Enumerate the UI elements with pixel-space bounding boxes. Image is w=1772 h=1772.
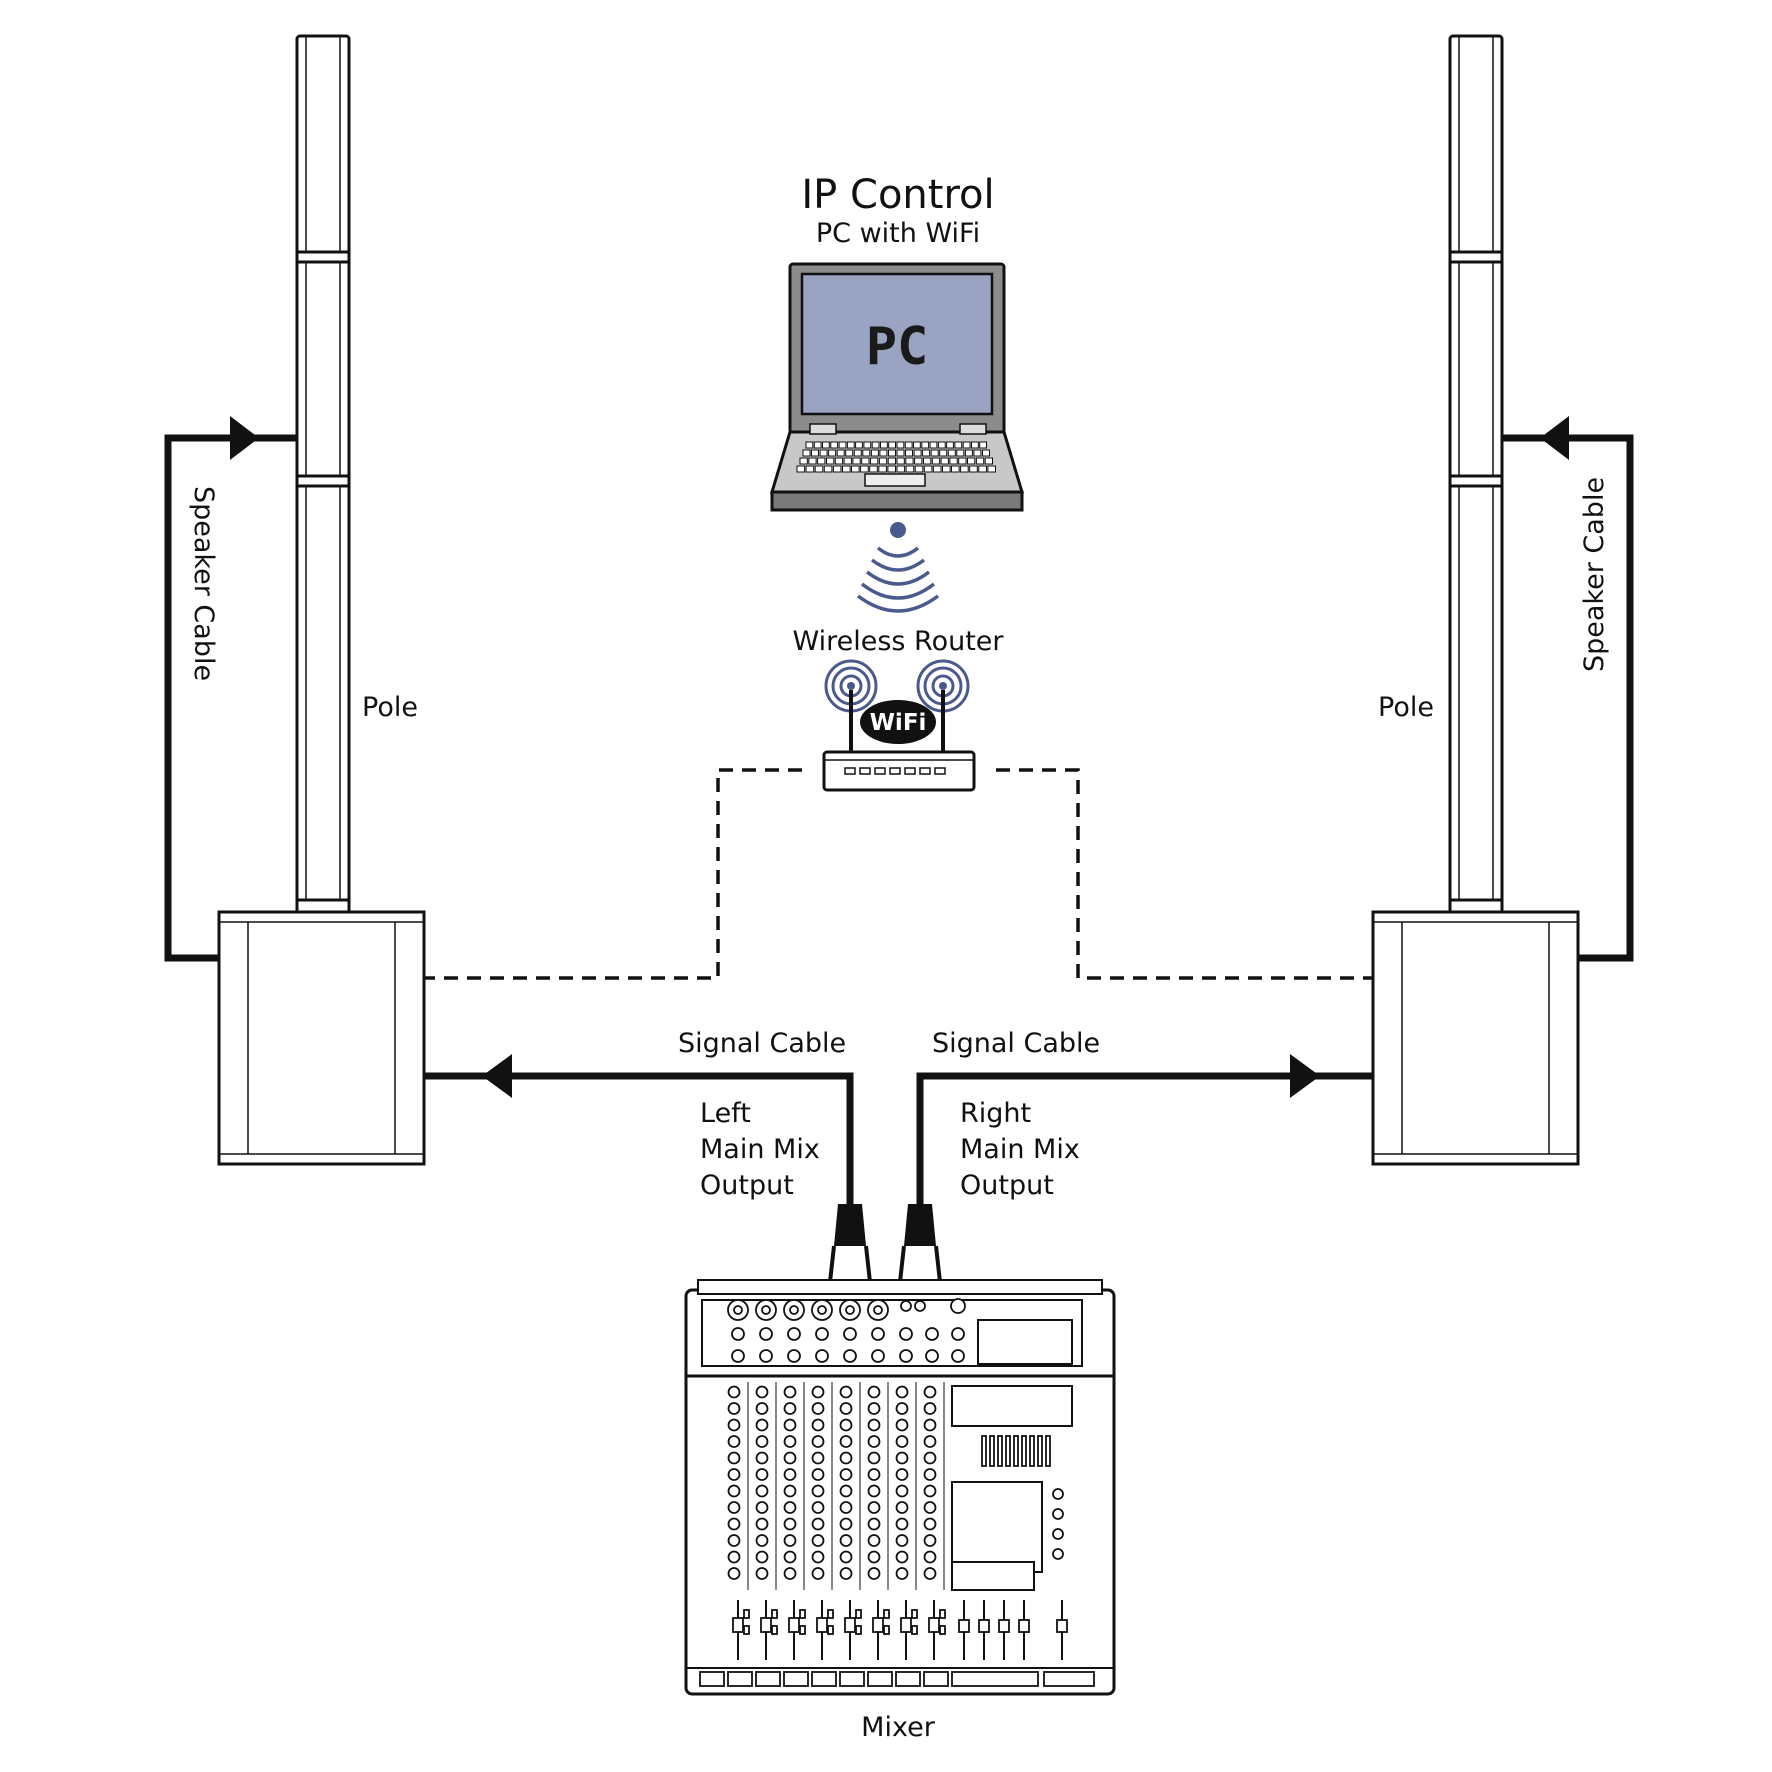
left-signal-cable (424, 1072, 854, 1206)
laptop-icon: PC (769, 262, 1025, 512)
right-network-link (996, 768, 1373, 980)
right-output-line-1: Right (960, 1098, 1031, 1129)
right-pole-label: Pole (1378, 692, 1434, 723)
left-output-line-2: Main Mix (700, 1134, 820, 1165)
mixer-label: Mixer (861, 1712, 936, 1743)
router-label: Wireless Router (792, 626, 1004, 657)
right-output-line-3: Output (960, 1170, 1054, 1201)
left-network-link (424, 768, 802, 980)
wifi-badge-text: WiFi (870, 710, 927, 736)
left-xlr-plug (828, 1204, 872, 1283)
left-output-line-1: Left (700, 1098, 751, 1129)
ip-control-subtitle: PC with WiFi (816, 218, 980, 249)
left-speaker-cable (164, 434, 297, 962)
mixer-icon (684, 1279, 1116, 1696)
right-speaker-system: Speaker Cable Pole (1371, 34, 1634, 1166)
right-speaker-cable-label: Speaker Cable (1579, 477, 1610, 672)
left-output-line-3: Output (700, 1170, 794, 1201)
right-xlr-plug (898, 1204, 942, 1283)
right-output-line-2: Main Mix (960, 1134, 1080, 1165)
left-pole-label: Pole (362, 692, 418, 723)
right-signal-cable-label: Signal Cable (932, 1028, 1100, 1059)
left-speaker-cable-label: Speaker Cable (188, 486, 219, 681)
right-pole (1448, 34, 1504, 914)
ip-control-title: IP Control (801, 172, 994, 218)
left-speaker-cable-arrow (230, 416, 259, 460)
left-signal-cable-label: Signal Cable (678, 1028, 846, 1059)
right-signal-cable-arrow (1290, 1054, 1320, 1098)
right-subwoofer (1371, 910, 1580, 1166)
left-signal-cable-arrow (482, 1054, 512, 1098)
right-signal-cable (916, 1072, 1373, 1206)
right-speaker-cable (1502, 434, 1634, 962)
wifi-signal-icon (856, 522, 940, 613)
right-speaker-cable-arrow (1540, 416, 1569, 460)
left-subwoofer (217, 910, 426, 1166)
laptop-screen-text: PC (866, 317, 929, 377)
left-speaker-system: Speaker Cable Pole (164, 34, 426, 1166)
left-pole (295, 34, 351, 914)
router-icon: WiFi (822, 659, 976, 792)
